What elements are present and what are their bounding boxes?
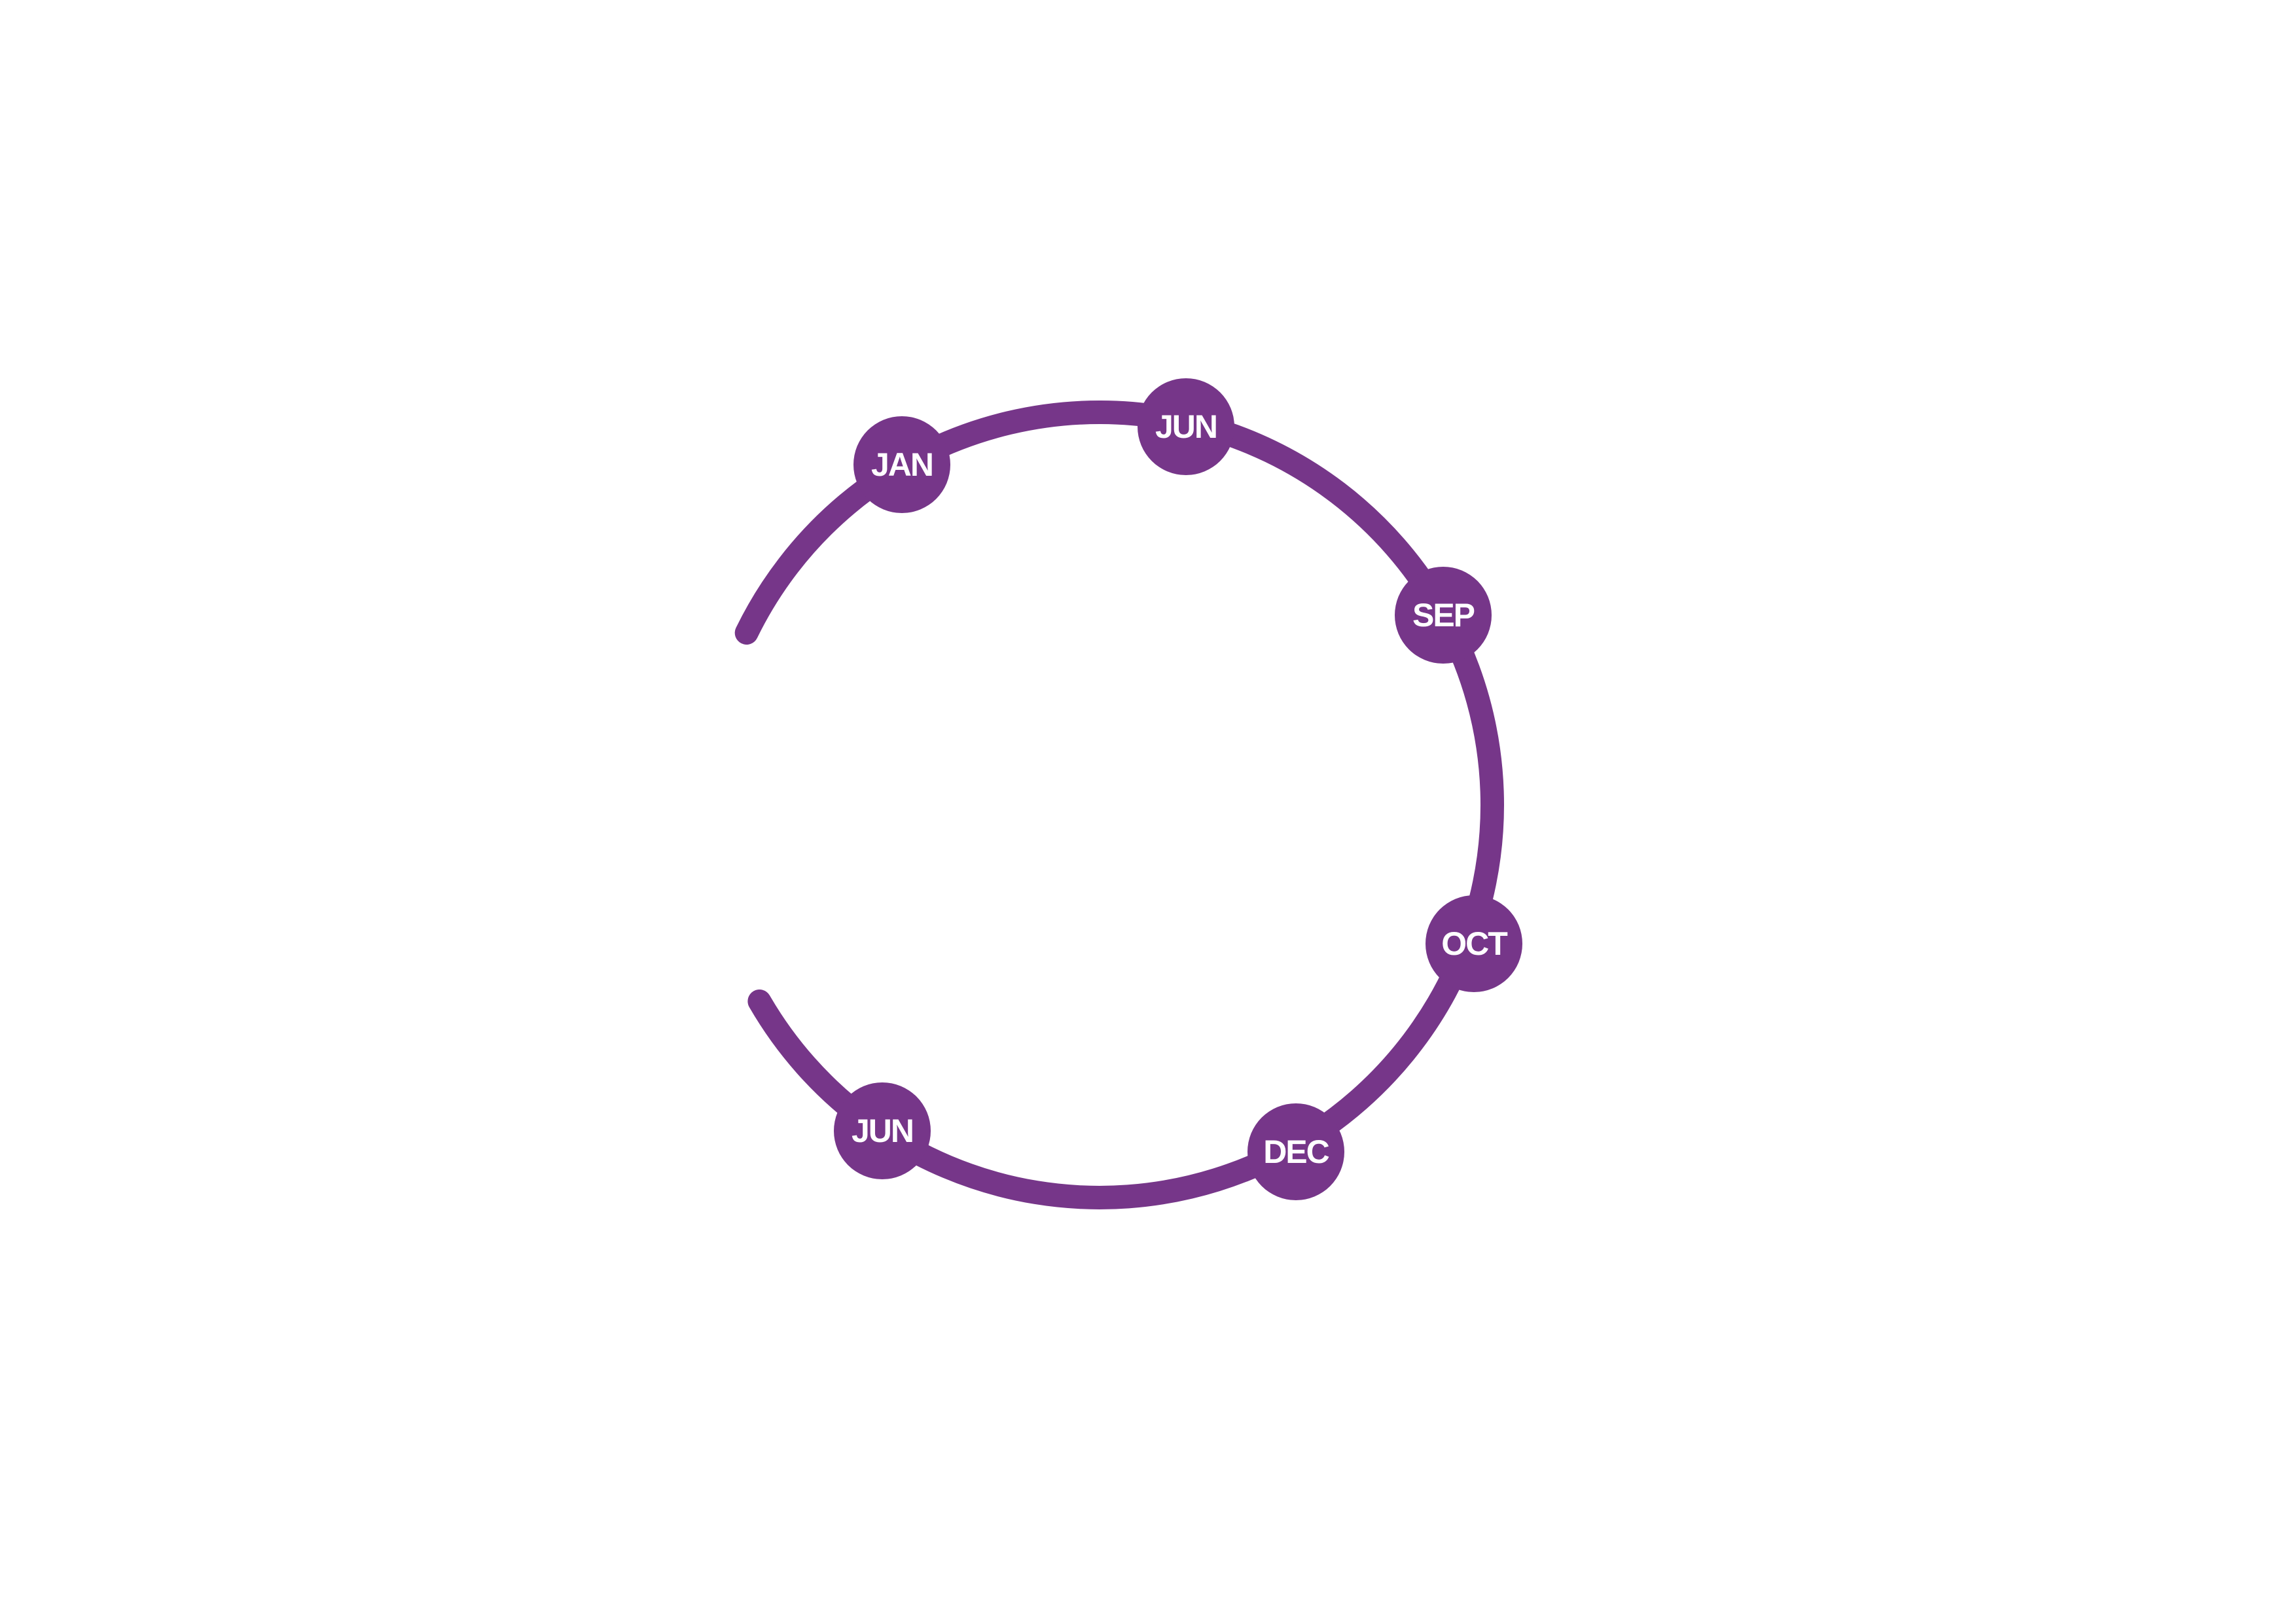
milestone-sep: SEP <box>1395 567 1492 664</box>
milestone-label: SEP <box>1412 597 1475 633</box>
milestone-dot <box>1247 1103 1344 1200</box>
milestone-dot <box>1426 895 1522 992</box>
milestone-label: JAN <box>871 446 933 483</box>
milestone-oct: OCT <box>1426 895 1522 992</box>
timeline-arc <box>734 400 1504 1209</box>
milestone-jan: JAN <box>853 416 950 513</box>
milestone-label: DEC <box>1263 1133 1329 1170</box>
milestone-dot <box>1395 567 1492 664</box>
milestone-label: JUN <box>1155 408 1217 445</box>
milestone-dot <box>834 1082 931 1179</box>
milestone-label: JUN <box>852 1113 913 1149</box>
milestone-dec: DEC <box>1247 1103 1344 1200</box>
milestone-jun-first: JUN <box>1138 378 1234 475</box>
milestone-label: OCT <box>1441 925 1507 962</box>
milestone-dot <box>853 416 950 513</box>
milestone-jun-second: JUN <box>834 1082 931 1179</box>
milestone-dot <box>1138 378 1234 475</box>
